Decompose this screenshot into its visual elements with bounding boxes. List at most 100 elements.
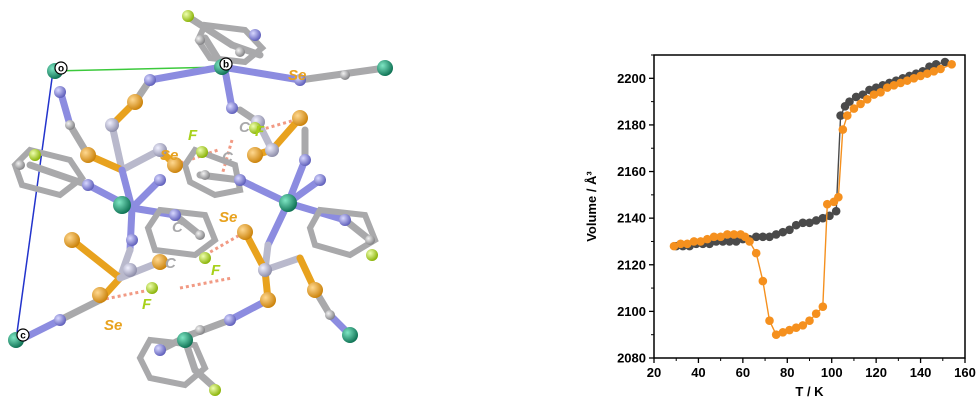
data-point <box>822 199 832 209</box>
data-point <box>865 85 874 95</box>
data-point <box>869 90 879 99</box>
data-point <box>925 62 934 71</box>
data-point <box>818 302 828 312</box>
data-point <box>834 192 843 202</box>
series-2 <box>669 60 956 339</box>
data-point <box>911 69 921 78</box>
plot-series <box>669 57 956 339</box>
data-point <box>918 67 928 76</box>
label-se-2: Se <box>160 147 178 164</box>
data-point <box>736 230 745 239</box>
data-point <box>842 111 852 120</box>
atoms <box>8 10 393 396</box>
data-point <box>882 83 892 92</box>
x-tick-label: 140 <box>910 365 932 380</box>
data-point <box>771 230 781 239</box>
y-tick-label: 2180 <box>617 117 646 132</box>
data-point <box>811 216 821 225</box>
data-point <box>856 99 865 109</box>
label-se-4: Se <box>104 317 122 334</box>
data-point <box>798 321 808 330</box>
data-point <box>778 328 788 337</box>
x-tick-label: 40 <box>691 365 705 380</box>
label-f-3: F <box>211 262 221 279</box>
data-point <box>929 67 939 76</box>
data-point <box>829 197 839 207</box>
data-point <box>778 227 788 237</box>
cell-label-b: b <box>223 60 229 71</box>
data-point <box>678 241 688 251</box>
y-tick-label: 2100 <box>617 304 646 319</box>
data-point <box>931 60 941 69</box>
data-point <box>909 74 919 83</box>
data-point <box>751 248 761 258</box>
data-point <box>745 237 754 246</box>
plot-frame <box>653 54 966 359</box>
data-point <box>798 218 808 228</box>
label-c-3: C <box>172 219 184 236</box>
x-tick-label: 20 <box>647 365 661 380</box>
data-point <box>845 97 854 106</box>
x-tick-label: 160 <box>954 365 976 380</box>
data-point <box>791 323 801 333</box>
data-point <box>676 239 685 249</box>
data-point <box>758 232 768 242</box>
data-point <box>696 237 705 246</box>
series-line <box>673 63 952 336</box>
label-c-2: C <box>222 149 234 166</box>
y-tick-label: 2140 <box>617 211 646 226</box>
label-c-4: C <box>165 255 177 272</box>
label-se-3: Se <box>219 209 237 226</box>
data-point <box>805 218 814 228</box>
data-point <box>765 232 774 242</box>
data-point <box>891 76 901 85</box>
data-point <box>698 239 708 249</box>
data-point <box>685 241 694 251</box>
data-point <box>849 104 859 113</box>
y-tick-label: 2200 <box>617 71 646 86</box>
data-point <box>738 234 748 244</box>
label-f-2: F <box>188 127 198 144</box>
data-point <box>862 94 872 104</box>
data-point <box>723 230 732 239</box>
data-point <box>711 237 721 246</box>
x-tick-label: 80 <box>780 365 794 380</box>
label-se-1: Se <box>288 67 306 84</box>
y-axis-label: Volume / Å³ <box>584 171 599 242</box>
series-line <box>676 61 946 247</box>
data-point <box>878 81 888 90</box>
data-point <box>791 220 801 230</box>
data-point <box>876 87 885 97</box>
x-axis-label: T / K <box>795 384 824 399</box>
label-f-4: F <box>142 296 152 313</box>
data-point <box>683 239 692 249</box>
data-point <box>831 206 841 216</box>
data-point <box>671 241 681 251</box>
data-point <box>885 78 894 88</box>
data-point <box>725 237 734 246</box>
data-point <box>691 239 701 249</box>
data-point <box>896 78 905 88</box>
data-point <box>729 230 739 239</box>
unit-cell-labels: o b c <box>16 57 233 342</box>
y-tick-label: 2080 <box>617 351 646 366</box>
data-point <box>840 101 850 111</box>
data-point <box>936 64 945 74</box>
cell-label-o: o <box>58 64 64 75</box>
data-point <box>669 241 679 251</box>
data-point <box>889 81 899 90</box>
data-point <box>838 125 848 134</box>
data-point <box>758 276 768 286</box>
unit-cell-edges <box>15 66 223 341</box>
data-point <box>940 57 950 67</box>
data-point <box>922 69 932 78</box>
data-point <box>947 60 956 69</box>
data-point <box>771 330 781 339</box>
data-point <box>765 316 774 326</box>
data-point <box>898 74 908 83</box>
data-point <box>751 232 761 242</box>
data-point <box>811 309 821 319</box>
data-point <box>703 234 712 244</box>
